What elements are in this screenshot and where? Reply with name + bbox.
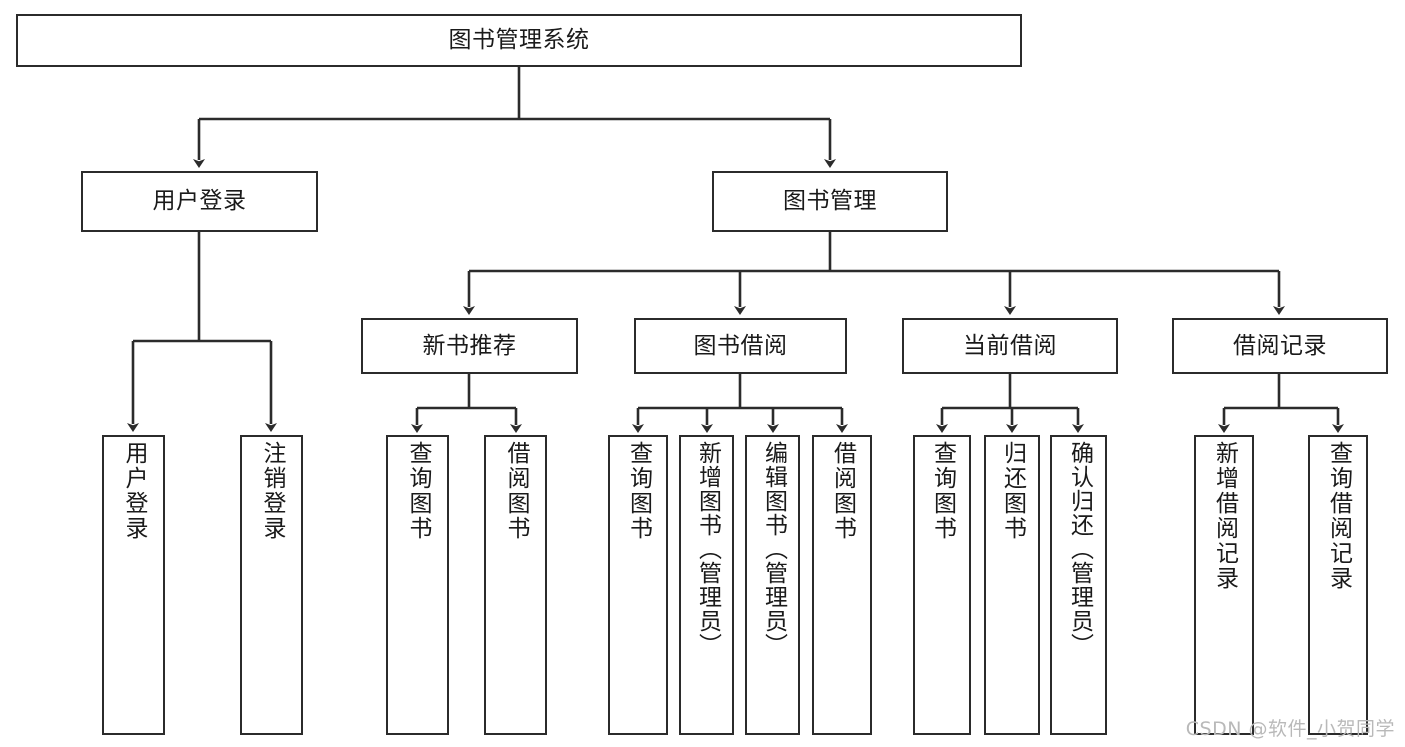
node-borrow-record[interactable]: 借阅记录 [1172, 318, 1388, 374]
node-leaf-add-book-admin-label: 新增图书（管理员） [694, 441, 721, 657]
node-new-book-recommend[interactable]: 新书推荐 [361, 318, 578, 374]
node-leaf-return-book-label: 归还图书 [999, 441, 1026, 541]
node-root[interactable]: 图书管理系统 [16, 14, 1022, 67]
node-leaf-return-book[interactable]: 归还图书 [984, 435, 1040, 735]
node-leaf-borrow-book-recommend-label: 借阅图书 [503, 441, 530, 541]
node-leaf-logout-label: 注销登录 [259, 441, 286, 541]
node-leaf-add-borrow-record-label: 新增借阅记录 [1211, 441, 1238, 591]
node-leaf-add-book-admin[interactable]: 新增图书（管理员） [679, 435, 734, 735]
node-leaf-query-book-current-label: 查询图书 [929, 441, 956, 541]
node-user-login[interactable]: 用户登录 [81, 171, 318, 232]
node-root-label: 图书管理系统 [448, 27, 590, 54]
node-leaf-add-borrow-record[interactable]: 新增借阅记录 [1194, 435, 1254, 735]
node-leaf-query-book-current[interactable]: 查询图书 [913, 435, 971, 735]
node-current-borrow[interactable]: 当前借阅 [902, 318, 1118, 374]
node-new-book-recommend-label: 新书推荐 [422, 332, 517, 359]
node-leaf-borrow-book[interactable]: 借阅图书 [812, 435, 872, 735]
node-leaf-query-book-recommend[interactable]: 查询图书 [386, 435, 449, 735]
node-leaf-user-login-label: 用户登录 [121, 441, 148, 541]
node-leaf-query-borrow-record-label: 查询借阅记录 [1325, 441, 1352, 591]
node-borrow-record-label: 借阅记录 [1233, 332, 1327, 359]
node-leaf-logout[interactable]: 注销登录 [240, 435, 303, 735]
node-book-management-label: 图书管理 [783, 188, 877, 215]
node-book-management[interactable]: 图书管理 [712, 171, 948, 232]
node-current-borrow-label: 当前借阅 [963, 332, 1057, 359]
node-leaf-borrow-book-recommend[interactable]: 借阅图书 [484, 435, 547, 735]
node-user-login-label: 用户登录 [152, 188, 247, 215]
node-book-borrow-label: 图书借阅 [693, 332, 788, 359]
node-leaf-query-borrow-record[interactable]: 查询借阅记录 [1308, 435, 1368, 735]
node-leaf-query-book-borrow-label: 查询图书 [625, 441, 652, 541]
node-book-borrow[interactable]: 图书借阅 [634, 318, 847, 374]
watermark-text: CSDN @软件_小贺同学 [1185, 718, 1395, 740]
node-leaf-edit-book-admin[interactable]: 编辑图书（管理员） [745, 435, 800, 735]
node-leaf-query-book-recommend-label: 查询图书 [405, 441, 432, 541]
node-leaf-borrow-book-label: 借阅图书 [829, 441, 856, 541]
node-leaf-user-login[interactable]: 用户登录 [102, 435, 165, 735]
node-leaf-query-book-borrow[interactable]: 查询图书 [608, 435, 668, 735]
node-leaf-confirm-return-admin-label: 确认归还（管理员） [1066, 441, 1093, 657]
node-leaf-confirm-return-admin[interactable]: 确认归还（管理员） [1050, 435, 1107, 735]
node-leaf-edit-book-admin-label: 编辑图书（管理员） [760, 441, 787, 657]
